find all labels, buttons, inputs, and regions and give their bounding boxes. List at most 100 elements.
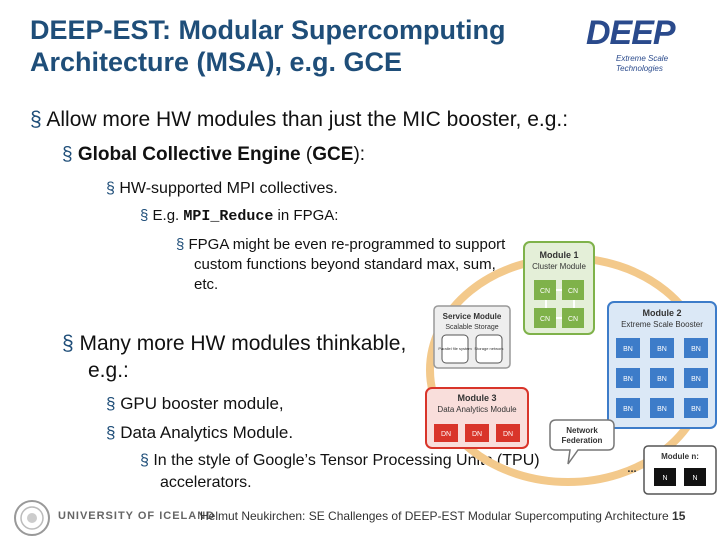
bullet-bold-gce: GCE bbox=[312, 144, 354, 165]
logo-subtitle-2: Technologies bbox=[616, 64, 663, 73]
disk-icon bbox=[441, 334, 469, 364]
bullet-level3-gpu: § GPU booster module, bbox=[106, 394, 284, 414]
module-3-title: Module 3 bbox=[457, 393, 496, 403]
bn-label: BN bbox=[657, 376, 667, 383]
bn-label: BN bbox=[691, 406, 701, 413]
bn-label: BN bbox=[623, 406, 633, 413]
bullet-marker-icon: § bbox=[30, 108, 47, 131]
bullet-marker-icon: § bbox=[106, 394, 121, 413]
module-2-booster: Module 2 Extreme Scale Booster BN BN BN … bbox=[607, 301, 717, 429]
bn-node bbox=[616, 398, 640, 418]
bullet-marker-icon: § bbox=[62, 144, 78, 165]
bn-label: BN bbox=[691, 376, 701, 383]
bullet-marker-icon: § bbox=[140, 452, 154, 469]
bullet-marker-icon: § bbox=[62, 332, 80, 355]
disk-2-label: Storage network bbox=[474, 346, 503, 351]
slide-title: DEEP-EST: Modular Supercomputing Archite… bbox=[30, 14, 590, 78]
footer-caption: Helmut Neukirchen: SE Challenges of DEEP… bbox=[200, 509, 685, 523]
module-3-analytics: Module 3 Data Analytics Module DN DN DN bbox=[425, 387, 529, 449]
bullet-marker-icon: § bbox=[106, 423, 121, 442]
bn-label: BN bbox=[623, 346, 633, 353]
bn-node bbox=[616, 368, 640, 388]
bullet-text: FPGA might be even re-programmed to supp… bbox=[188, 236, 506, 293]
disk-1-label: Parallel file system bbox=[438, 346, 472, 351]
university-seal-icon bbox=[14, 500, 50, 536]
disk-icon bbox=[475, 334, 503, 364]
bullet-level3-mpi: § HW-supported MPI collectives. bbox=[106, 180, 338, 198]
n-node bbox=[654, 468, 676, 486]
university-name: UNIVERSITY OF ICELAND bbox=[58, 510, 216, 522]
dn-label: DN bbox=[503, 431, 513, 438]
module-2-box bbox=[607, 301, 717, 429]
module-1-title: Module 1 bbox=[539, 250, 578, 260]
bullet-level4-fpga: § E.g. MPI_Reduce in FPGA: bbox=[140, 207, 338, 225]
bn-node bbox=[684, 368, 708, 388]
bullet-text: ( bbox=[300, 144, 313, 165]
bullet-marker-icon: § bbox=[140, 207, 153, 224]
bullet-text-end: ): bbox=[353, 144, 366, 165]
cn-node bbox=[562, 280, 584, 300]
dn-label: DN bbox=[441, 431, 451, 438]
network-line-2: Federation bbox=[562, 436, 603, 445]
bn-label: BN bbox=[657, 406, 667, 413]
cn-label: CN bbox=[540, 288, 550, 295]
bn-node bbox=[684, 398, 708, 418]
network-federation-callout: Network Federation bbox=[549, 419, 615, 465]
dn-label: DN bbox=[472, 431, 482, 438]
n-node bbox=[684, 468, 706, 486]
title-line-2: Architecture (MSA), e.g. GCE bbox=[30, 47, 403, 77]
bullet-text: Data Analytics Module. bbox=[120, 423, 294, 442]
module-n: Module n: N N bbox=[643, 445, 717, 495]
bn-node bbox=[684, 338, 708, 358]
service-module: Service Module Scalable Storage Parallel… bbox=[433, 305, 511, 369]
bullet-text: In the style of Google’s Tensor Processi… bbox=[153, 452, 540, 491]
bullet-text: GPU booster module, bbox=[120, 394, 284, 413]
logo-subtitle-1: Extreme Scale bbox=[616, 54, 669, 63]
n-label: N bbox=[692, 475, 697, 482]
module-n-title: Module n: bbox=[661, 452, 699, 461]
bullet-level1-modules: § Allow more HW modules than just the MI… bbox=[30, 108, 568, 132]
bn-node bbox=[650, 368, 674, 388]
msa-diagram: Module 1 Cluster Module CN CN CN CN Serv… bbox=[425, 241, 717, 495]
bullet-level4-tpu: § In the style of Google’s Tensor Proces… bbox=[140, 450, 540, 494]
ellipsis: ... bbox=[627, 463, 636, 475]
bullet-bold-text: Global Collective Engine bbox=[77, 144, 301, 165]
slide-footer: UNIVERSITY OF ICELAND Helmut Neukirchen:… bbox=[0, 498, 720, 540]
dn-node bbox=[496, 424, 520, 442]
title-line-1: DEEP-EST: Modular Supercomputing bbox=[30, 15, 506, 45]
n-label: N bbox=[662, 475, 667, 482]
module-1-subtitle: Cluster Module bbox=[532, 262, 586, 271]
bn-label: BN bbox=[657, 346, 667, 353]
bullet-text: HW-supported MPI collectives. bbox=[119, 180, 338, 197]
cn-node bbox=[534, 308, 556, 328]
network-line-1: Network bbox=[566, 426, 598, 435]
cn-node bbox=[562, 308, 584, 328]
bn-node bbox=[650, 338, 674, 358]
bullet-text: Allow more HW modules than just the MIC … bbox=[46, 108, 569, 131]
bn-node bbox=[650, 398, 674, 418]
module-2-subtitle: Extreme Scale Booster bbox=[621, 320, 703, 329]
page-number: 15 bbox=[672, 509, 686, 523]
bullet-marker-icon: § bbox=[106, 180, 120, 197]
deep-logo: DEEP Extreme Scale Technologies bbox=[586, 14, 706, 74]
dn-node bbox=[434, 424, 458, 442]
module-1-cluster: Module 1 Cluster Module CN CN CN CN bbox=[523, 241, 595, 335]
speech-bubble bbox=[549, 419, 615, 465]
bn-grid: BN BN BN BN BN BN BN BN BN bbox=[616, 338, 708, 418]
service-title: Service Module bbox=[443, 312, 502, 321]
cn-label: CN bbox=[568, 316, 578, 323]
cn-node bbox=[534, 280, 556, 300]
bn-label: BN bbox=[691, 346, 701, 353]
bullet-level2-more-modules: § Many more HW modules thinkable, e.g.: bbox=[62, 330, 428, 384]
bullet-text-end: in FPGA: bbox=[273, 207, 339, 224]
bn-node bbox=[616, 338, 640, 358]
module-3-subtitle: Data Analytics Module bbox=[437, 405, 517, 414]
logo-text: DEEP bbox=[586, 14, 676, 52]
service-subtitle: Scalable Storage bbox=[445, 324, 498, 331]
bullet-level2-gce: § Global Collective Engine (GCE): bbox=[62, 144, 365, 166]
dn-node bbox=[465, 424, 489, 442]
cn-label: CN bbox=[540, 316, 550, 323]
cn-label: CN bbox=[568, 288, 578, 295]
code-mpi-reduce: MPI_Reduce bbox=[183, 208, 274, 225]
bullet-marker-icon: § bbox=[176, 236, 189, 253]
